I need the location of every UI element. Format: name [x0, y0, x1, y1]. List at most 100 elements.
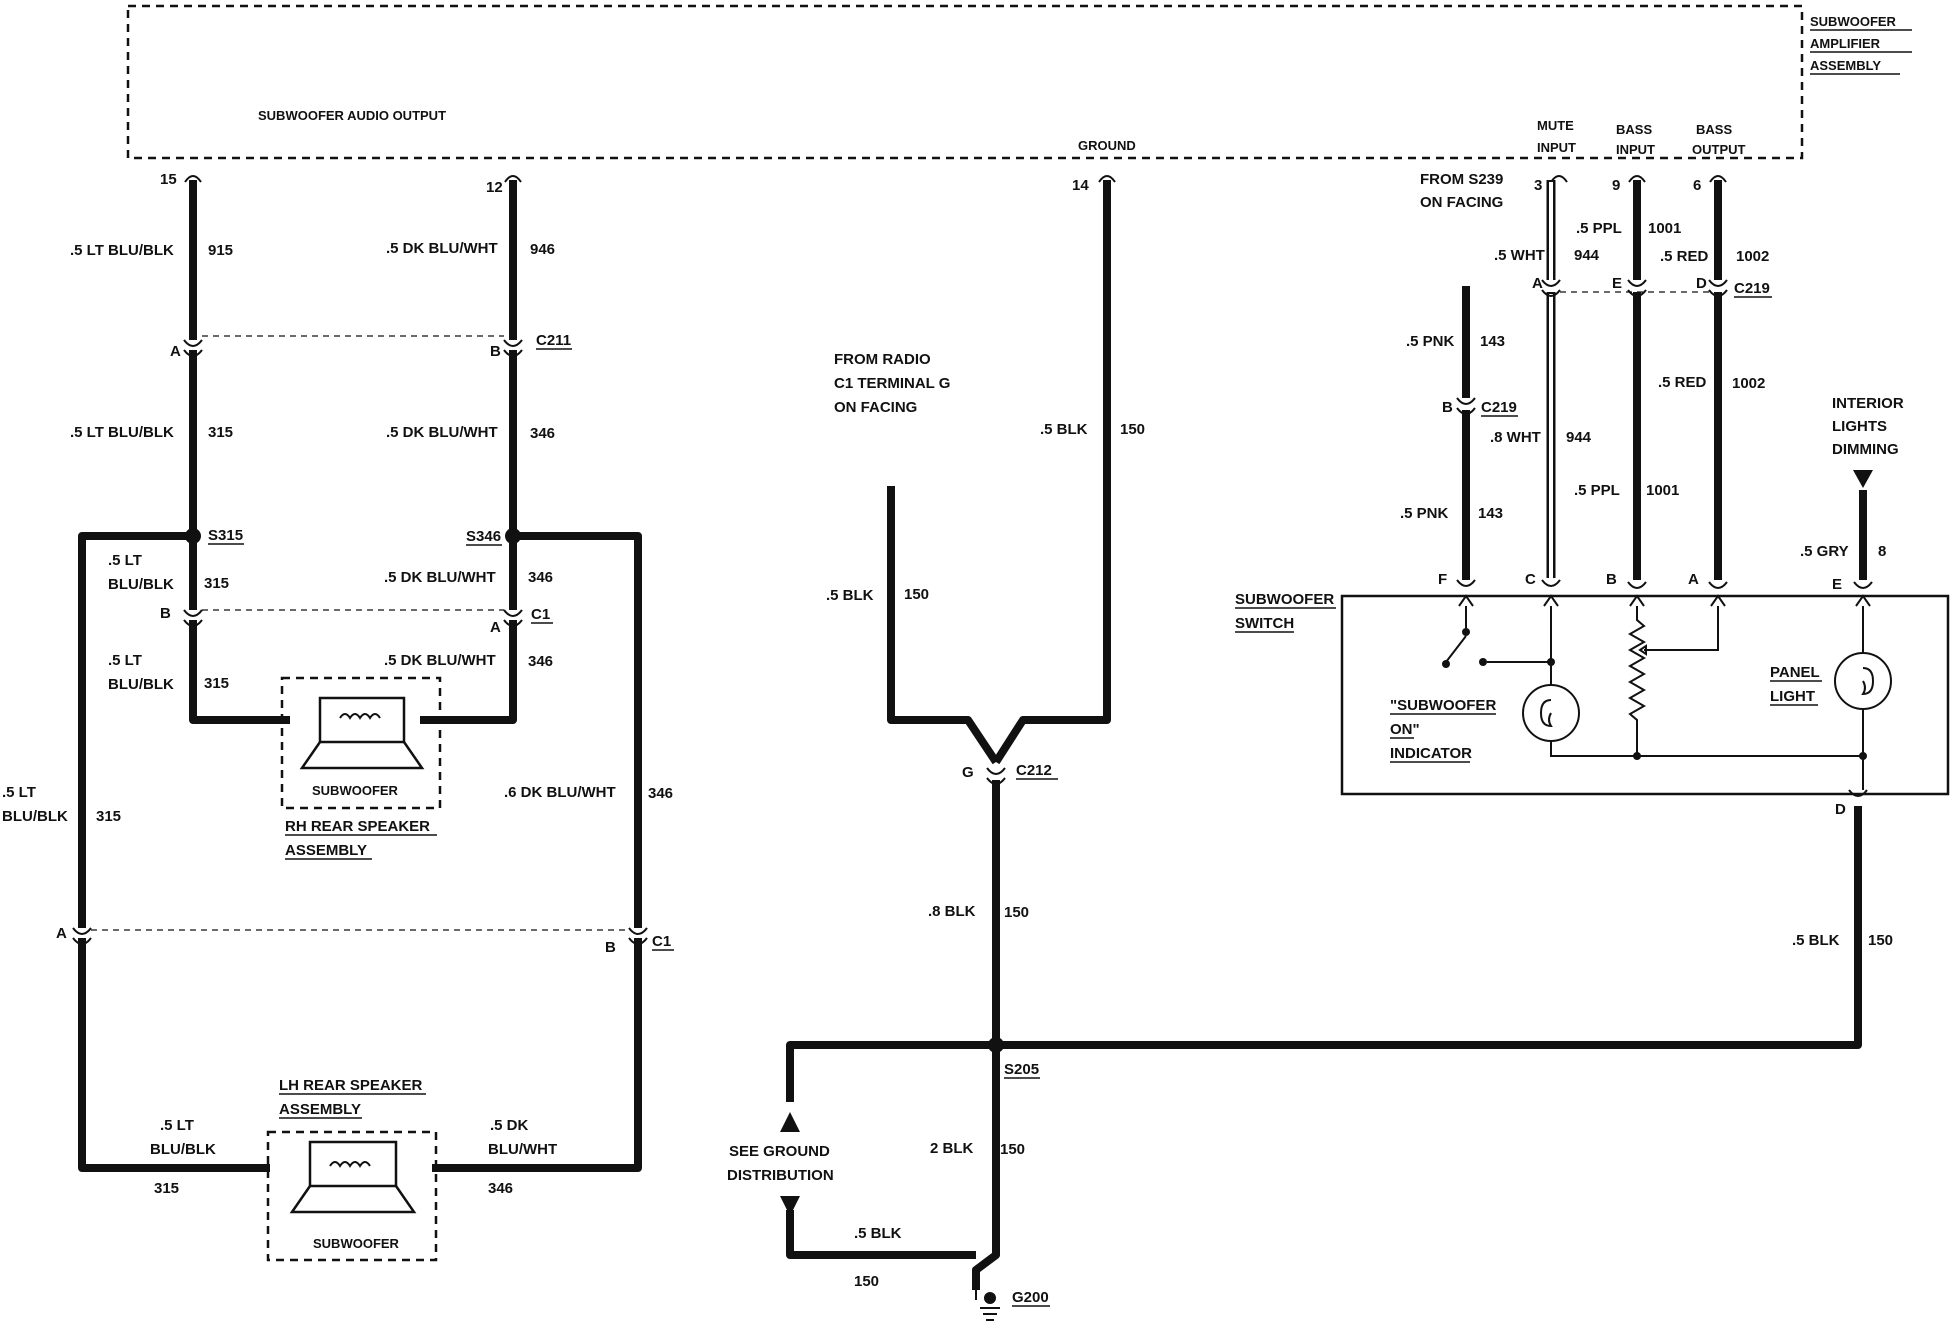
- wire-346c-label: .5 DK BLU/WHT 346: [384, 652, 553, 670]
- svg-text:BLU/BLK: BLU/BLK: [108, 676, 174, 693]
- svg-text:C211: C211: [536, 332, 571, 349]
- wire-1001b-label: .5 PPL 1001: [1574, 482, 1679, 499]
- svg-text:C1: C1: [652, 933, 671, 950]
- svg-text:.5 BLK: .5 BLK: [1792, 932, 1840, 949]
- svg-text:SUBWOOFER: SUBWOOFER: [1235, 591, 1334, 608]
- pin-3: 3: [1534, 177, 1542, 194]
- svg-text:315: 315: [96, 808, 121, 825]
- svg-text:.5 DK: .5 DK: [490, 1117, 529, 1134]
- svg-text:.5 LT BLU/BLK: .5 LT BLU/BLK: [70, 424, 174, 441]
- svg-text:1001: 1001: [1648, 220, 1681, 237]
- svg-text:DISTRIBUTION: DISTRIBUTION: [727, 1167, 834, 1184]
- wire-346d-label: .6 DK BLU/WHT 346: [504, 784, 673, 802]
- svg-text:BASS: BASS: [1696, 122, 1732, 137]
- connector-marks-left: [72, 339, 648, 945]
- svg-text:C1 TERMINAL G: C1 TERMINAL G: [834, 375, 950, 392]
- svg-text:PANEL: PANEL: [1770, 664, 1820, 681]
- svg-text:.8 WHT: .8 WHT: [1490, 429, 1541, 446]
- svg-text:G200: G200: [1012, 1289, 1049, 1306]
- svg-text:.5 BLK: .5 BLK: [826, 587, 874, 604]
- c219-pin-e: E: [1612, 275, 1622, 292]
- c1-bottom-pin-b: B: [605, 939, 616, 956]
- svg-text:346: 346: [528, 569, 553, 586]
- svg-text:150: 150: [1004, 904, 1029, 921]
- svg-text:315: 315: [208, 424, 233, 441]
- c1-bottom-pin-a: A: [56, 925, 67, 942]
- svg-text:.8 BLK: .8 BLK: [928, 903, 976, 920]
- svg-text:BLU/BLK: BLU/BLK: [2, 808, 68, 825]
- svg-text:150: 150: [854, 1273, 879, 1290]
- pin-15: 15: [160, 171, 177, 188]
- svg-text:INDICATOR: INDICATOR: [1390, 745, 1472, 762]
- c212-label: C212: [1016, 762, 1058, 780]
- svg-text:C212: C212: [1016, 762, 1052, 779]
- svg-text:BLU/WHT: BLU/WHT: [488, 1141, 557, 1158]
- wire-143a-label: .5 PNK 143: [1406, 333, 1505, 350]
- svg-text:.5 PNK: .5 PNK: [1406, 333, 1455, 350]
- pin-9: 9: [1612, 177, 1620, 194]
- wire-150b-label: .5 BLK 150: [826, 586, 929, 604]
- svg-text:1001: 1001: [1646, 482, 1679, 499]
- svg-text:F: F: [1438, 571, 1447, 588]
- svg-text:SUBWOOFER: SUBWOOFER: [313, 1236, 400, 1251]
- svg-text:ASSEMBLY: ASSEMBLY: [1810, 58, 1881, 73]
- svg-text:E: E: [1832, 576, 1842, 593]
- svg-text:INTERIOR: INTERIOR: [1832, 395, 1904, 412]
- s346-label: S346: [466, 528, 502, 546]
- svg-text:C1: C1: [531, 606, 550, 623]
- bass-input-label: BASS INPUT: [1616, 122, 1655, 157]
- wire-315-label: .5 LT BLU/BLK 315: [70, 424, 233, 441]
- interior-lights-arrow: [1853, 470, 1873, 488]
- svg-text:ON": ON": [1390, 721, 1420, 738]
- wire-150f-label: .5 BLK 150: [1792, 932, 1893, 949]
- wire-1002a-label: .5 RED 1002: [1660, 248, 1769, 265]
- c211-label: C211: [536, 332, 572, 350]
- svg-text:ON FACING: ON FACING: [1420, 194, 1503, 211]
- svg-text:346: 346: [648, 785, 673, 802]
- c219-mid-pin-b: B: [1442, 399, 1453, 416]
- svg-text:FROM RADIO: FROM RADIO: [834, 351, 931, 368]
- svg-text:315: 315: [154, 1180, 179, 1197]
- svg-text:143: 143: [1480, 333, 1505, 350]
- wire-346b-label: .5 DK BLU/WHT 346: [384, 569, 553, 586]
- wire-315b-label: .5 LT BLU/BLK 315: [108, 552, 229, 593]
- s315-label: S315: [208, 527, 244, 545]
- svg-text:SUBWOOFER: SUBWOOFER: [1810, 14, 1897, 29]
- svg-text:346: 346: [488, 1180, 513, 1197]
- wire-150e-label: .5 BLK 150: [854, 1225, 902, 1290]
- wire-315c-label: .5 LT BLU/BLK 315: [108, 652, 229, 693]
- svg-text:.5 DK BLU/WHT: .5 DK BLU/WHT: [384, 569, 496, 586]
- g200-label: G200: [1012, 1289, 1050, 1307]
- svg-text:LIGHTS: LIGHTS: [1832, 418, 1887, 435]
- wire-150c-label: .8 BLK 150: [928, 903, 1029, 921]
- svg-text:LH REAR SPEAKER: LH REAR SPEAKER: [279, 1077, 423, 1094]
- svg-text:"SUBWOOFER: "SUBWOOFER: [1390, 697, 1496, 714]
- svg-text:RH REAR SPEAKER: RH REAR SPEAKER: [285, 818, 430, 835]
- svg-text:C: C: [1525, 571, 1536, 588]
- pin-14: 14: [1072, 177, 1089, 194]
- svg-text:.5 RED: .5 RED: [1658, 374, 1707, 391]
- svg-text:INPUT: INPUT: [1537, 140, 1576, 155]
- svg-text:B: B: [1606, 571, 1617, 588]
- c219-top-label: C219: [1734, 280, 1772, 298]
- s315-splice: [185, 528, 201, 544]
- svg-text:150: 150: [1000, 1141, 1025, 1158]
- wire-143b-label: .5 PNK 143: [1400, 505, 1503, 522]
- svg-text:.5 LT BLU/BLK: .5 LT BLU/BLK: [70, 242, 174, 259]
- amplifier-box: [126, 4, 1804, 160]
- svg-text:BASS: BASS: [1616, 122, 1652, 137]
- svg-text:BLU/BLK: BLU/BLK: [108, 576, 174, 593]
- g200-ground-symbol: [975, 1290, 1000, 1321]
- c211-pin-b: B: [490, 343, 501, 360]
- svg-text:S315: S315: [208, 527, 243, 544]
- svg-text:944: 944: [1574, 247, 1600, 264]
- wire-315d-label: .5 LT BLU/BLK 315: [2, 784, 121, 825]
- svg-text:.5 GRY: .5 GRY: [1800, 543, 1849, 560]
- svg-text:2 BLK: 2 BLK: [930, 1140, 974, 1157]
- wire-915-label: .5 LT BLU/BLK 915: [70, 242, 233, 259]
- svg-text:1002: 1002: [1736, 248, 1769, 265]
- svg-text:AMPLIFIER: AMPLIFIER: [1810, 36, 1881, 51]
- svg-text:C219: C219: [1734, 280, 1770, 297]
- subwoofer-on-indicator-label: "SUBWOOFER ON" INDICATOR: [1390, 697, 1496, 763]
- s205-splice: [988, 1037, 1004, 1053]
